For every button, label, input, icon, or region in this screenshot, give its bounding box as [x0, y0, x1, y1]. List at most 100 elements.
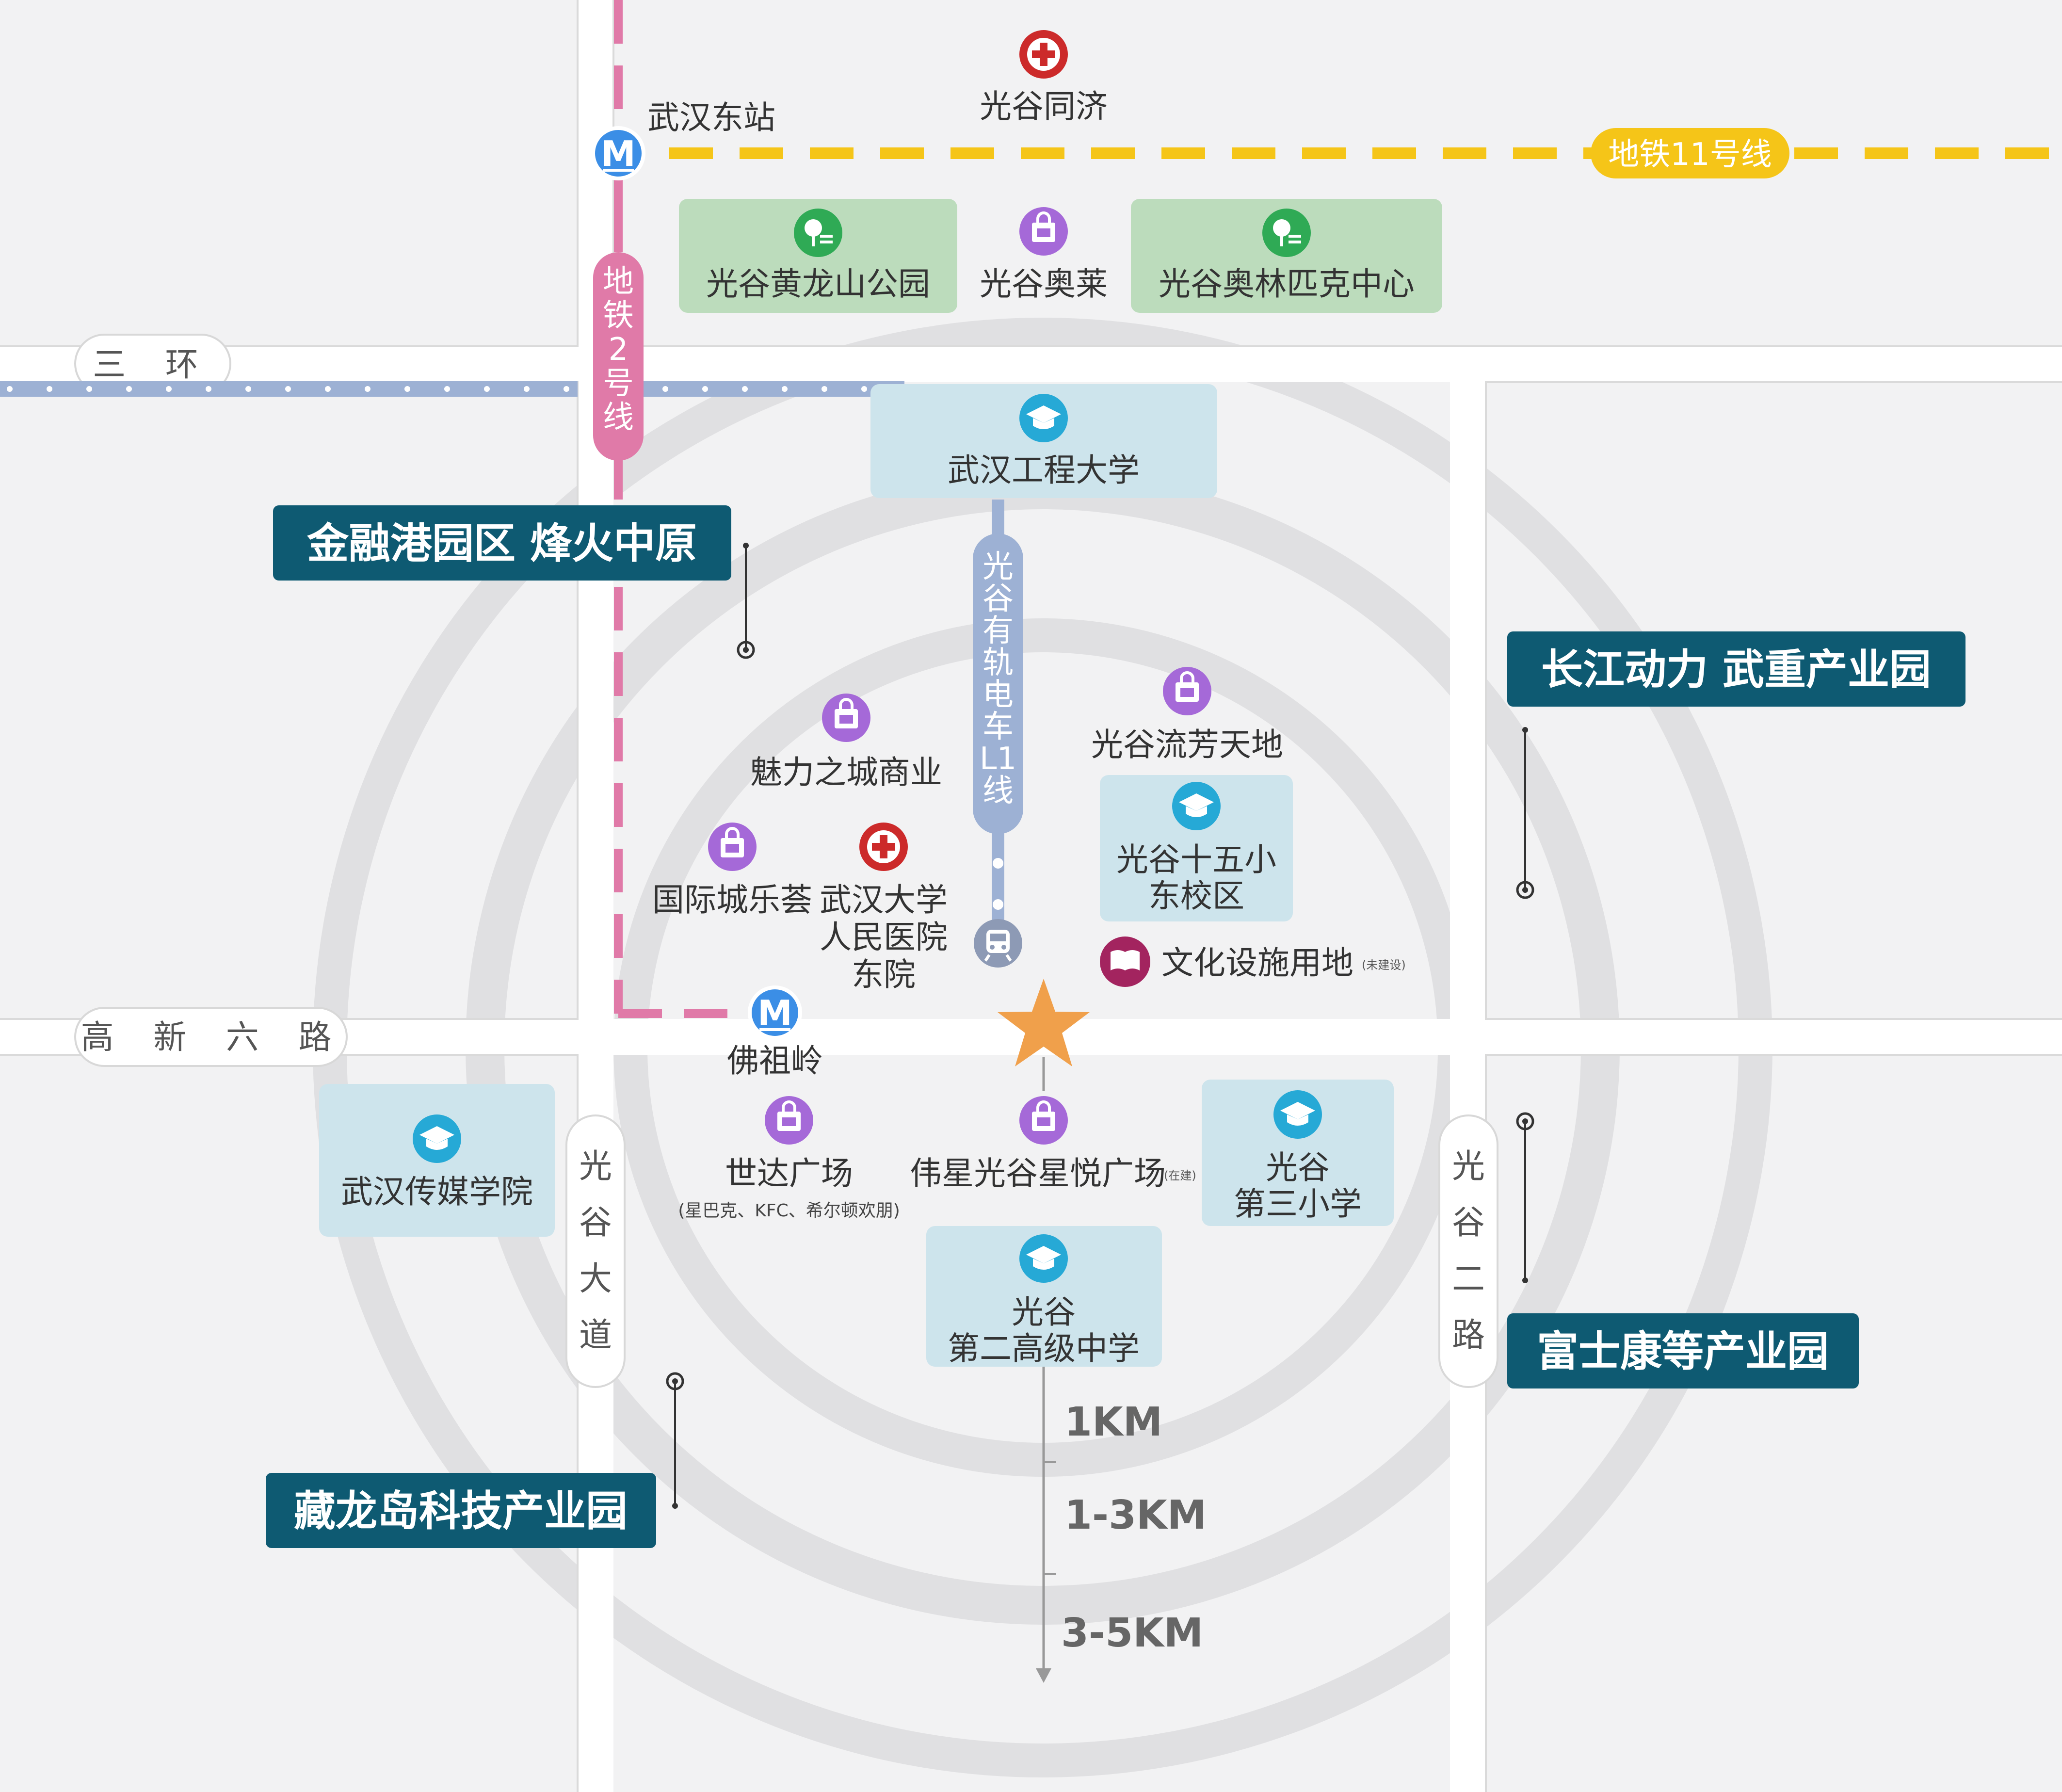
- shopping-bag-icon: [1163, 667, 1211, 715]
- metro-station-wuhan-east: 武汉东站: [593, 99, 775, 178]
- star-icon: [998, 979, 1090, 1066]
- poi-school-3: 光谷 第三小学: [1202, 1080, 1394, 1226]
- poi-school-15: 光谷十五小 东校区: [1100, 775, 1293, 921]
- poi-weixing: 伟星光谷星悦广场 (在建): [910, 1096, 1196, 1192]
- svg-text:东校区: 东校区: [1148, 877, 1244, 915]
- graduation-cap-icon: [413, 1114, 461, 1163]
- poi-huanglongshan-park: 光谷黄龙山公园: [679, 199, 957, 313]
- poi-olympic-center: 光谷奥林匹克中心: [1131, 199, 1442, 313]
- poi-meili-city: 魅力之城商业: [750, 694, 942, 791]
- metro-station-fozuling: 佛祖岭: [727, 987, 823, 1080]
- svg-text:道: 道: [579, 1316, 612, 1355]
- svg-text:(在建): (在建): [1164, 1169, 1196, 1182]
- road-label-gaoxin-6: 高 新 六 路: [74, 1007, 348, 1067]
- svg-text:线: 线: [603, 400, 634, 436]
- svg-text:光谷流芳天地: 光谷流芳天地: [1091, 726, 1283, 763]
- park-icon: [1262, 209, 1311, 257]
- svg-text:第二高级中学: 第二高级中学: [948, 1330, 1140, 1367]
- svg-text:光: 光: [1452, 1147, 1485, 1186]
- industrial-park-changjiang: 长江动力 武重产业园: [1507, 631, 1965, 899]
- svg-text:佛祖岭: 佛祖岭: [727, 1042, 823, 1080]
- road-label-guanggu-2nd: 光 谷 二 路: [1438, 1114, 1498, 1388]
- svg-text:人民医院: 人民医院: [820, 919, 948, 956]
- svg-text:(未建设): (未建设): [1362, 958, 1406, 972]
- svg-text:光: 光: [983, 549, 1014, 585]
- svg-text:光谷: 光谷: [1266, 1149, 1330, 1186]
- svg-text:武汉大学: 武汉大学: [820, 881, 948, 919]
- poi-guanggu-tongji: 光谷同济: [980, 30, 1108, 125]
- svg-text:伟星光谷星悦广场: 伟星光谷星悦广场: [910, 1155, 1166, 1192]
- shopping-bag-icon: [822, 694, 870, 742]
- svg-text:第三小学: 第三小学: [1234, 1185, 1362, 1223]
- road-label-third-ring: 三 环: [74, 334, 231, 394]
- poi-culture-land: 文化设施用地 (未建设): [1100, 936, 1406, 987]
- svg-text:2: 2: [609, 332, 628, 368]
- svg-text:国际城乐荟: 国际城乐荟: [652, 881, 812, 919]
- poi-wanda: 世达广场 (星巴克、KFC、希尔顿欢朋): [678, 1096, 900, 1221]
- svg-text:号: 号: [603, 366, 634, 402]
- hospital-icon: [1019, 30, 1068, 79]
- metro-icon: [750, 987, 800, 1038]
- svg-text:谷: 谷: [579, 1204, 612, 1242]
- railway-line: [0, 381, 905, 397]
- svg-text:武汉传媒学院: 武汉传媒学院: [341, 1173, 533, 1211]
- road-label-guanggu-avenue: 光 谷 大 道: [565, 1114, 626, 1388]
- svg-text:1-3KM: 1-3KM: [1064, 1492, 1207, 1538]
- metro-icon: [593, 128, 644, 178]
- svg-text:光谷黄龙山公园: 光谷黄龙山公园: [706, 265, 930, 303]
- svg-text:(星巴克、KFC、希尔顿欢朋): (星巴克、KFC、希尔顿欢朋): [678, 1201, 900, 1221]
- svg-text:电: 电: [983, 677, 1014, 713]
- svg-text:车: 车: [983, 709, 1014, 745]
- book-icon: [1100, 936, 1150, 987]
- svg-text:地铁11号线: 地铁11号线: [1608, 137, 1772, 173]
- svg-text:金融港园区 烽火中原: 金融港园区 烽火中原: [306, 519, 697, 568]
- svg-text:世达广场: 世达广场: [725, 1155, 853, 1192]
- shopping-bag-icon: [1019, 207, 1068, 256]
- shopping-bag-icon: [765, 1096, 813, 1145]
- svg-text:铁: 铁: [603, 298, 634, 334]
- park-icon: [794, 209, 842, 257]
- svg-text:大: 大: [579, 1260, 612, 1298]
- graduation-cap-icon: [1273, 1090, 1322, 1139]
- svg-text:光谷奥林匹克中心: 光谷奥林匹克中心: [1159, 265, 1415, 303]
- svg-text:L1: L1: [980, 741, 1016, 777]
- distance-scale: 1KM 1-3KM 3-5KM: [1036, 1057, 1207, 1683]
- svg-text:1KM: 1KM: [1064, 1399, 1162, 1445]
- graduation-cap-icon: [1019, 1234, 1068, 1283]
- poi-high-school-2: 光谷 第二高级中学: [926, 1226, 1162, 1367]
- shopping-bag-icon: [708, 823, 757, 871]
- industrial-park-finance-port: 金融港园区 烽火中原: [273, 505, 755, 659]
- svg-text:路: 路: [1452, 1316, 1485, 1355]
- svg-text:武汉东站: 武汉东站: [647, 99, 775, 136]
- svg-text:谷: 谷: [1452, 1204, 1485, 1242]
- poi-guanggu-outlets: 光谷奥莱: [980, 207, 1108, 303]
- road-third-ring: [0, 346, 2062, 382]
- svg-text:富士康等产业园: 富士康等产业园: [1537, 1327, 1829, 1376]
- svg-text:地: 地: [603, 264, 634, 300]
- svg-text:魅力之城商业: 魅力之城商业: [750, 754, 942, 791]
- hospital-icon: [859, 823, 908, 871]
- poi-wuhan-media: 武汉传媒学院: [319, 1084, 555, 1237]
- tram-line-l1: 光 谷 有 轨 电 车 L1 线: [973, 500, 1023, 941]
- poi-whu-hospital: 武汉大学 人民医院 东院: [820, 823, 948, 993]
- svg-text:光谷: 光谷: [1012, 1293, 1076, 1331]
- svg-text:长江动力 武重产业园: 长江动力 武重产业园: [1541, 646, 1931, 694]
- svg-text:三 环: 三 环: [93, 346, 213, 384]
- svg-text:3-5KM: 3-5KM: [1061, 1610, 1203, 1656]
- graduation-cap-icon: [1019, 394, 1068, 442]
- poi-guoji-city: 国际城乐荟: [652, 823, 812, 919]
- svg-text:线: 线: [983, 773, 1014, 809]
- svg-text:高 新 六 路: 高 新 六 路: [81, 1018, 346, 1057]
- industrial-park-foxconn: 富士康等产业园: [1507, 1112, 1859, 1388]
- poi-liufang: 光谷流芳天地: [1091, 667, 1283, 763]
- graduation-cap-icon: [1172, 782, 1221, 830]
- svg-text:谷: 谷: [983, 581, 1014, 617]
- svg-text:文化设施用地: 文化设施用地: [1161, 944, 1353, 982]
- metro-line-11: 地铁11号线: [669, 128, 2062, 178]
- svg-text:东院: 东院: [852, 956, 916, 993]
- svg-text:藏龙岛科技产业园: 藏龙岛科技产业园: [294, 1487, 628, 1535]
- poi-wuhan-institute-tech: 武汉工程大学: [870, 384, 1217, 498]
- road-guanggu-2nd: [1450, 382, 1486, 1792]
- svg-text:光谷同济: 光谷同济: [980, 88, 1108, 125]
